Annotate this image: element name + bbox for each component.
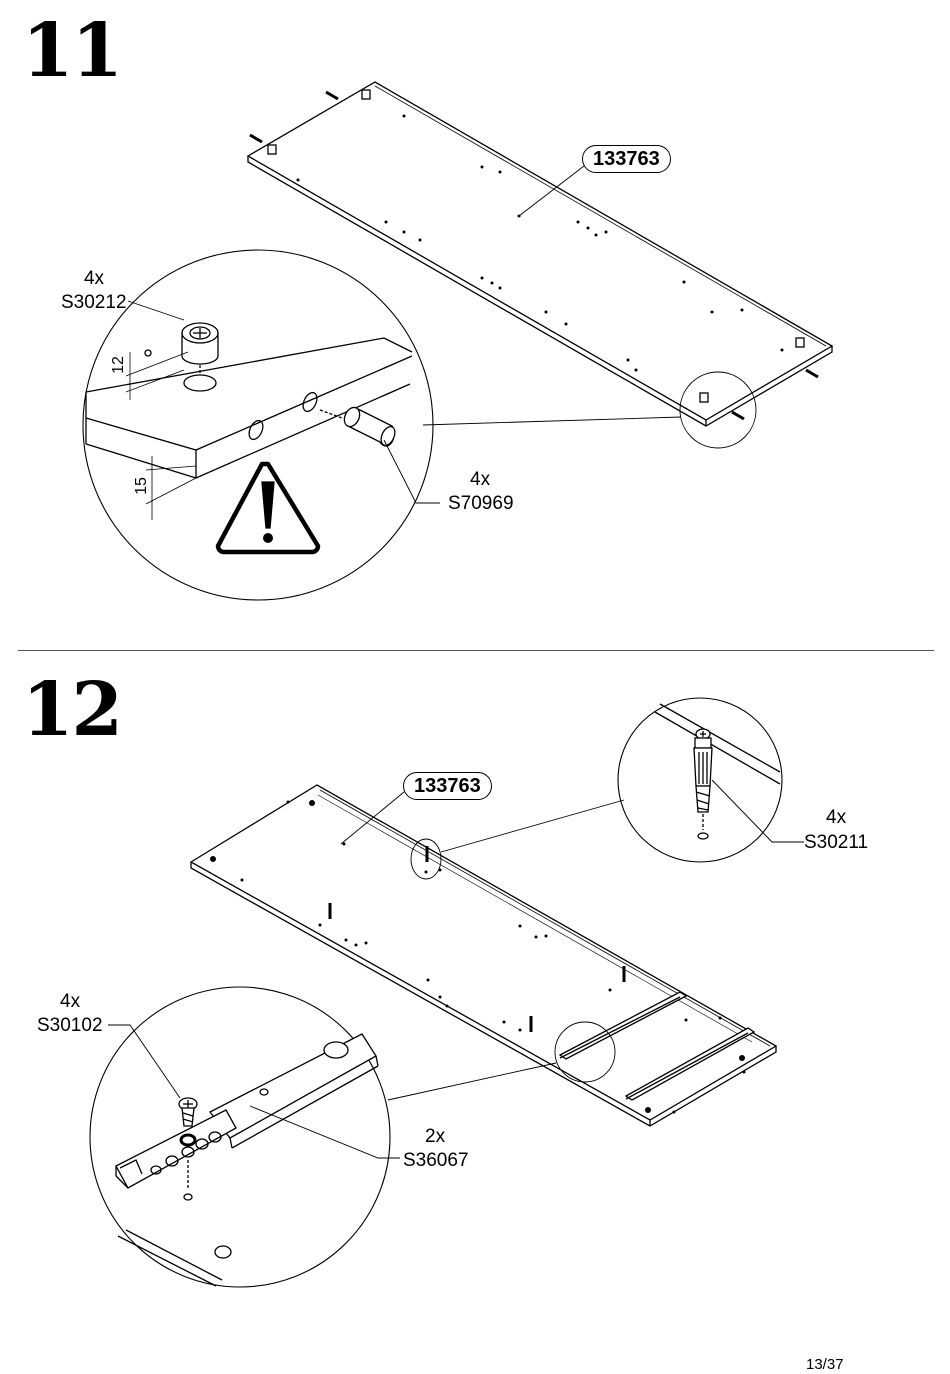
dimension-12: 12: [109, 356, 127, 374]
part-id-133763-step11: 133763: [582, 145, 671, 173]
part-id-133763-step12: 133763: [403, 772, 492, 800]
step-number-11: 11: [22, 8, 123, 94]
bolt-code: S30211: [804, 832, 869, 853]
step-number-12: 12: [22, 667, 123, 753]
cam-qty: 4x: [83, 268, 105, 289]
screw-code: S30102: [37, 1015, 103, 1036]
step-divider: [18, 650, 934, 651]
dowel-qty: 4x: [470, 469, 491, 490]
board-133763-step12: [189, 784, 778, 1127]
board-133763-step11: [246, 81, 834, 427]
screw-qty: 4x: [60, 991, 81, 1012]
zoomed-board-corner: [85, 300, 440, 520]
page-number: 13/37: [806, 1356, 844, 1373]
dowel-code: S70969: [448, 493, 514, 514]
rail-qty: 2x: [425, 1126, 446, 1147]
dimension-15: 15: [132, 477, 150, 495]
warning-icon: [215, 461, 321, 555]
detail-circle-bolt: [617, 697, 783, 863]
board-holes-step12: [210, 800, 746, 1114]
zoomed-rail: [108, 1024, 400, 1287]
rail-code: S36067: [403, 1150, 469, 1171]
cam-code: S30212: [61, 292, 127, 313]
bolt-qty: 4x: [826, 807, 847, 828]
zoomed-bolt: [654, 703, 804, 843]
detail-circle-rail: [89, 986, 391, 1288]
